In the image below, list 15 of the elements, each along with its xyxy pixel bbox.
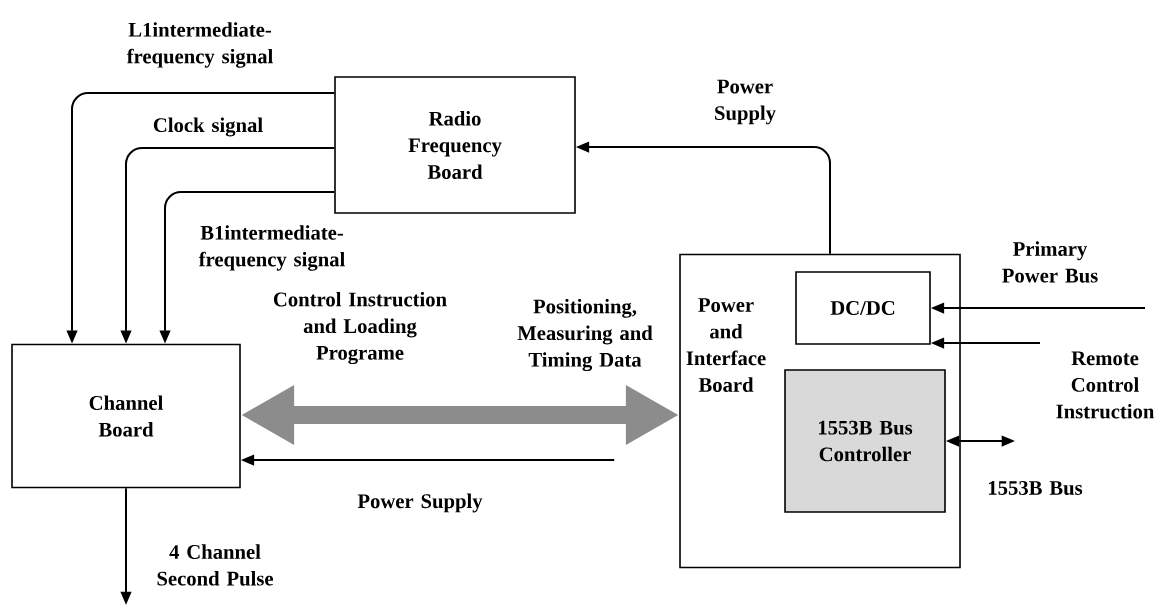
signal-label: Positioning, Measuring and Timing Data [517, 298, 653, 372]
edge-label: 4 Channel Second Pulse [157, 544, 273, 586]
edge-label: B1intermediate-frequency signal [198, 225, 345, 271]
converter-box: DC/DC [795, 271, 931, 345]
edge-label: Power Supply [715, 79, 776, 125]
edge-label: Primary Power Bus [1002, 241, 1098, 283]
edge-label: Clock signal [153, 117, 263, 137]
board-box: Channel Board [11, 343, 241, 489]
edge-label: Control Instruction and Loading Programe [273, 291, 447, 365]
edge-label: 1553B Bus [989, 481, 1083, 495]
edge-label: Remote Control Instruction [1056, 351, 1155, 419]
controller-box: 1553B Bus Controller [784, 369, 946, 513]
edge-label: L1intermediate-frequency signal [126, 22, 273, 68]
edge-label: Power Supply [357, 493, 483, 513]
board-box: Radio Frequency Board [334, 76, 576, 214]
